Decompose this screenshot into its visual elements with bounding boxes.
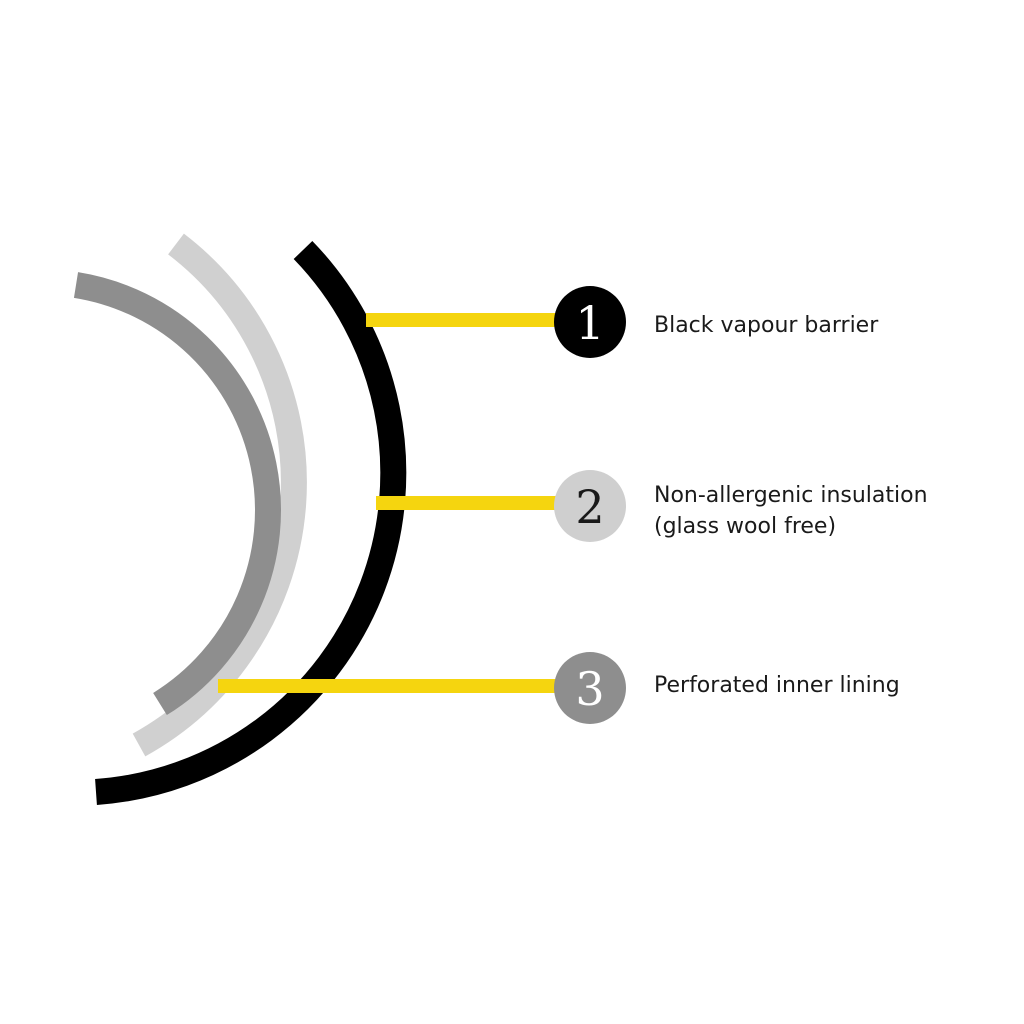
label-line: Perforated inner lining	[654, 673, 900, 698]
badge-2: 2	[554, 470, 626, 542]
label-inner-lining: Perforated inner lining	[654, 670, 900, 701]
label-insulation: Non-allergenic insulation (glass wool fr…	[654, 480, 928, 542]
vapour-barrier-arc	[95, 240, 407, 805]
badge-circle-1	[554, 286, 626, 358]
label-line: Non-allergenic insulation	[654, 483, 928, 508]
insulation-arc	[132, 233, 307, 757]
inner-lining-arc	[73, 272, 281, 716]
badge-3: 3	[554, 652, 626, 724]
label-vapour-barrier: Black vapour barrier	[654, 310, 878, 341]
badge-circle-2	[554, 470, 626, 542]
badge-number-2: 2	[575, 480, 604, 534]
label-line: Black vapour barrier	[654, 313, 879, 338]
badge-1: 1	[554, 286, 626, 358]
badge-circle-3	[554, 652, 626, 724]
badge-number-3: 3	[575, 662, 604, 716]
label-line: (glass wool free)	[654, 514, 837, 539]
badge-number-1: 1	[575, 296, 604, 350]
